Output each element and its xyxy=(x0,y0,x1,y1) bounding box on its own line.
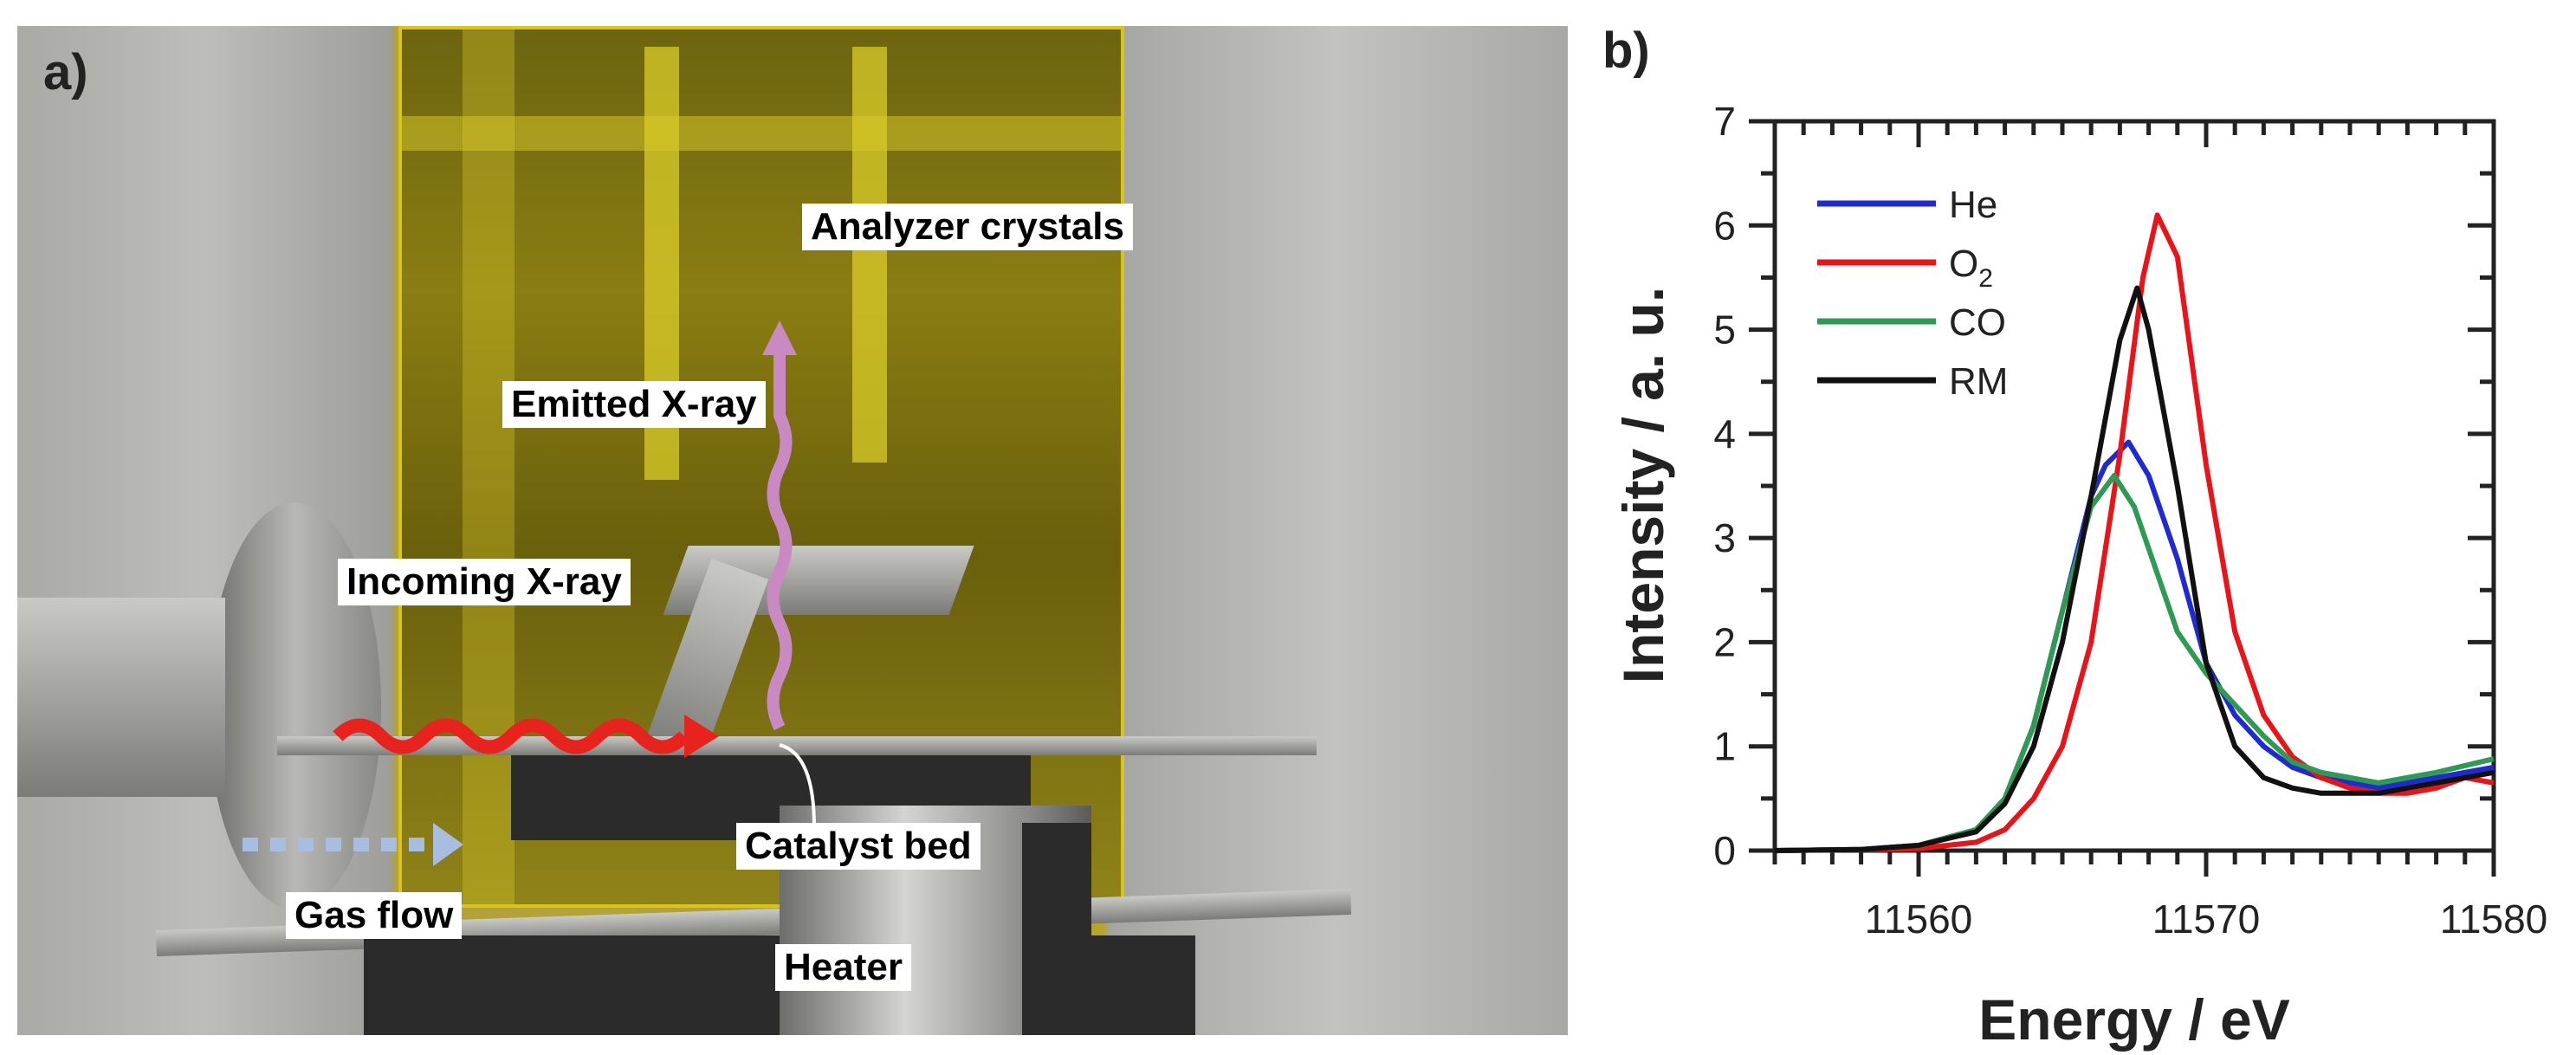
incoming-xray-arrow xyxy=(333,718,689,754)
series-line-rm xyxy=(1774,285,2495,853)
label-catalyst-bed: Catalyst bed xyxy=(736,823,981,870)
panel-label-a: a) xyxy=(43,44,88,100)
y-tick-label: 6 xyxy=(1713,203,1736,248)
y-tick-label: 5 xyxy=(1713,307,1736,353)
x-axis-title: Energy / eV xyxy=(1978,987,2290,1052)
y-tick-label: 1 xyxy=(1713,724,1736,769)
y-tick-label: 3 xyxy=(1713,515,1736,560)
legend-label-rm: RM xyxy=(1949,360,2008,403)
y-tick-label: 4 xyxy=(1713,411,1736,456)
gas-flow-arrowhead xyxy=(433,823,463,866)
series-line-o2 xyxy=(1774,212,2495,853)
x-tick-label: 11570 xyxy=(2152,896,2261,942)
legend-label-co: CO xyxy=(1949,301,2006,344)
y-axis-title: Intensity / a. u. xyxy=(1611,287,1675,683)
emitted-xray-arrow xyxy=(767,355,793,731)
incoming-xray-arrowhead xyxy=(684,715,719,758)
label-incoming-xray: Incoming X-ray xyxy=(338,559,631,605)
x-tick-label: 11580 xyxy=(2440,896,2548,942)
subscript: 2 xyxy=(1978,264,1993,293)
label-analyzer-crystals: Analyzer crystals xyxy=(802,204,1133,250)
legend-label-o2: O2 xyxy=(1949,243,1993,293)
panel-label-b: b) xyxy=(1602,23,1650,79)
setup-photo: Analyzer crystals Emitted X-ray Incoming… xyxy=(17,26,1568,1035)
y-tick-label: 2 xyxy=(1713,619,1736,664)
y-tick-label: 0 xyxy=(1713,828,1736,873)
y-tick-label: 7 xyxy=(1713,99,1736,144)
x-tick-label: 11560 xyxy=(1865,896,1973,942)
emitted-xray-arrowhead xyxy=(762,320,797,355)
plot-frame xyxy=(1772,119,2496,853)
label-gas-flow: Gas flow xyxy=(286,892,463,939)
arrows-overlay xyxy=(243,320,816,866)
catalyst-pointer xyxy=(779,743,816,828)
legend-label-he: He xyxy=(1949,184,1997,226)
label-heater: Heater xyxy=(775,944,911,991)
label-emitted-xray: Emitted X-ray xyxy=(502,381,766,428)
